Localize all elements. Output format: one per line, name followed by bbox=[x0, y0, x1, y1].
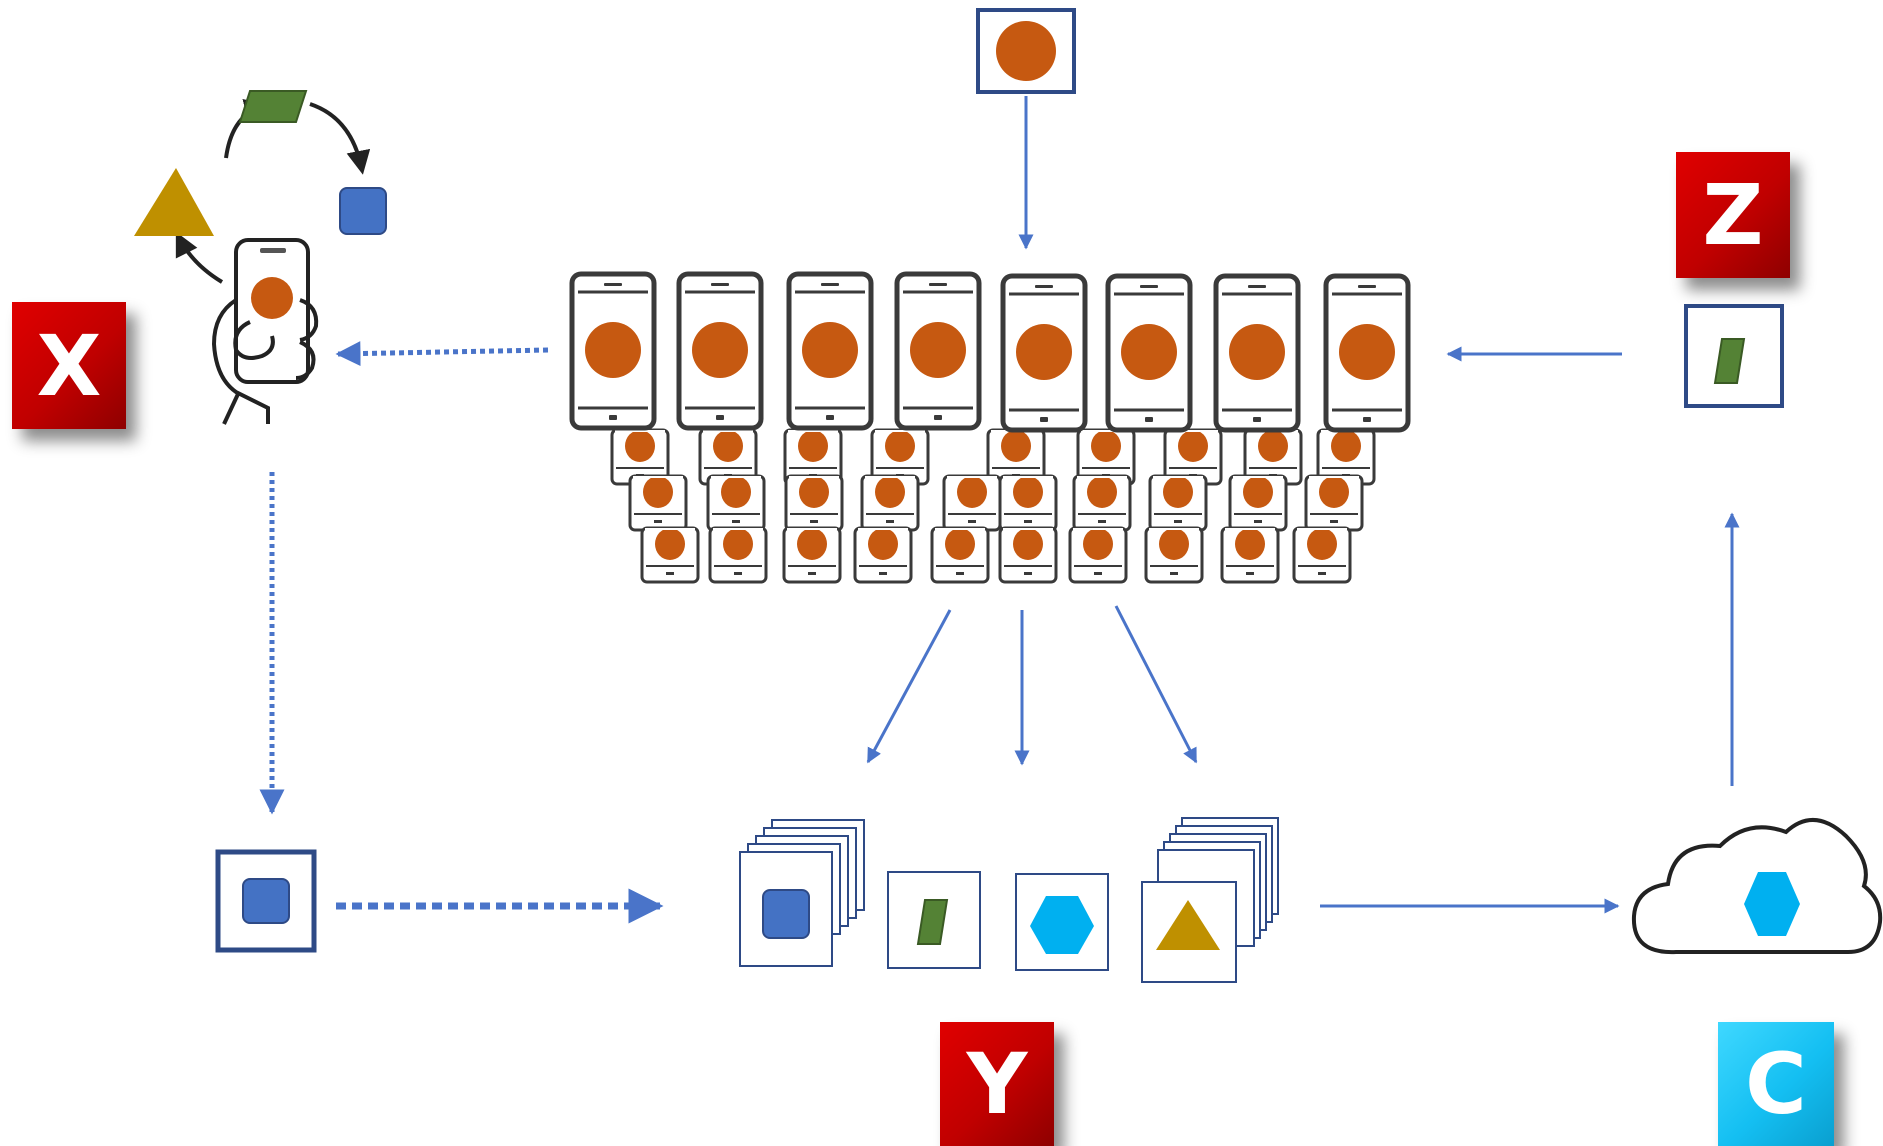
blue-square-icon bbox=[339, 187, 387, 235]
user-device bbox=[134, 90, 387, 425]
smartphone-icon bbox=[679, 274, 761, 428]
hexagon-box bbox=[1015, 873, 1109, 971]
smartphone-icon bbox=[1326, 276, 1408, 430]
smartphone-icon bbox=[789, 274, 871, 428]
arrow-phones-to-models-left bbox=[866, 609, 952, 764]
triangle-stack bbox=[1141, 817, 1279, 983]
aggregated-model-stacks bbox=[739, 817, 1279, 983]
label-y: Y bbox=[940, 1022, 1054, 1146]
top-input-node bbox=[976, 8, 1076, 94]
global-model-node bbox=[1684, 304, 1784, 408]
smartphone-icon bbox=[1003, 276, 1085, 430]
cyan-hexagon-icon bbox=[1030, 896, 1094, 954]
blue-square-icon bbox=[242, 878, 290, 924]
smartphone-icon bbox=[897, 274, 979, 428]
green-parallelogram-icon bbox=[1713, 338, 1746, 384]
hand-holding-phone-icon bbox=[211, 238, 319, 425]
phone-fleet bbox=[572, 274, 1408, 584]
label-z: Z bbox=[1676, 152, 1790, 278]
smartphone-icon bbox=[572, 274, 654, 428]
mini-phone-rows bbox=[610, 428, 1376, 584]
local-update-node bbox=[215, 849, 317, 953]
front-phone-row bbox=[572, 274, 1408, 430]
label-x: X bbox=[12, 302, 126, 429]
green-parallelogram-icon bbox=[238, 90, 308, 123]
cyan-hexagon-icon bbox=[1744, 872, 1800, 936]
parallelogram-box bbox=[887, 871, 981, 969]
smartphone-icon bbox=[1216, 276, 1298, 430]
arrow-phones-to-models-right bbox=[1114, 605, 1198, 764]
smartphone-icon bbox=[1108, 276, 1190, 430]
cloud-server bbox=[1631, 817, 1883, 955]
label-c: C bbox=[1718, 1022, 1834, 1146]
green-parallelogram-icon bbox=[916, 899, 949, 945]
square-stack bbox=[739, 819, 865, 967]
gold-triangle-icon bbox=[1156, 900, 1220, 950]
orange-circle-icon bbox=[996, 21, 1056, 81]
blue-square-icon bbox=[762, 889, 810, 939]
gold-triangle-icon bbox=[134, 168, 214, 236]
arrow-phones-to-user bbox=[335, 341, 549, 367]
